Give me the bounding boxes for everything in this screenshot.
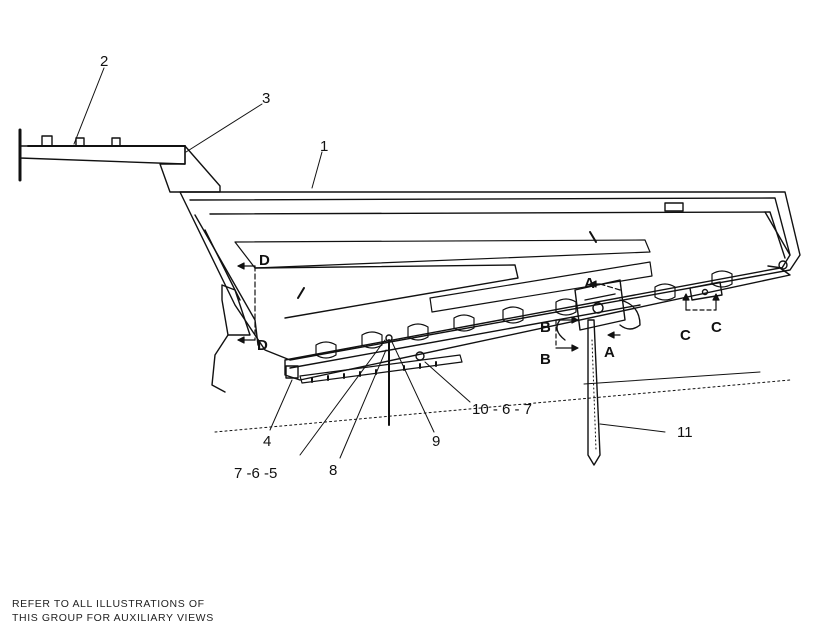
- callout-labels: 2 3 1 4 7 -6 -5 8 9 10 - 6 - 7 11: [100, 53, 693, 482]
- bottom-strip-part: [285, 334, 463, 426]
- leader-lines: [73, 67, 666, 459]
- section-b-bottom: B: [540, 351, 551, 368]
- section-b-top: B: [540, 319, 551, 336]
- note-line-2: THIS GROUP FOR AUXILIARY VIEWS: [12, 612, 214, 624]
- callout-1: 1: [320, 138, 328, 155]
- callout-8: 8: [329, 462, 337, 479]
- callout-2: 2: [100, 53, 108, 70]
- side-sill-part: [284, 261, 791, 381]
- front-post-part: [194, 214, 259, 393]
- cab-protector-part: [18, 128, 186, 182]
- callout-3: 3: [262, 90, 270, 107]
- callout-7-6-5: 7 -6 -5: [234, 465, 277, 482]
- section-a-bottom: A: [604, 344, 615, 361]
- callout-10-6-7: 10 - 6 - 7: [472, 401, 532, 418]
- section-cut-lines: [237, 262, 720, 352]
- section-c-left: C: [680, 327, 691, 344]
- section-c-right: C: [711, 319, 722, 336]
- front-bulkhead-part: [159, 145, 221, 193]
- callout-9: 9: [432, 433, 440, 450]
- callout-11: 11: [677, 424, 693, 441]
- section-d-top: D: [259, 252, 270, 269]
- rear-latch-part: [556, 279, 761, 466]
- ground-line: [214, 379, 791, 433]
- callout-4: 4: [263, 433, 271, 450]
- section-d-bottom: D: [257, 337, 268, 354]
- section-letters: D D A A B B C C: [257, 252, 722, 368]
- dump-body-part: [179, 191, 801, 361]
- note-line-1: REFER TO ALL ILLUSTRATIONS OF: [12, 598, 205, 610]
- tailgate-bracket-part: [689, 281, 723, 301]
- crossmember-pockets: [315, 270, 733, 359]
- section-a-top: A: [584, 275, 595, 292]
